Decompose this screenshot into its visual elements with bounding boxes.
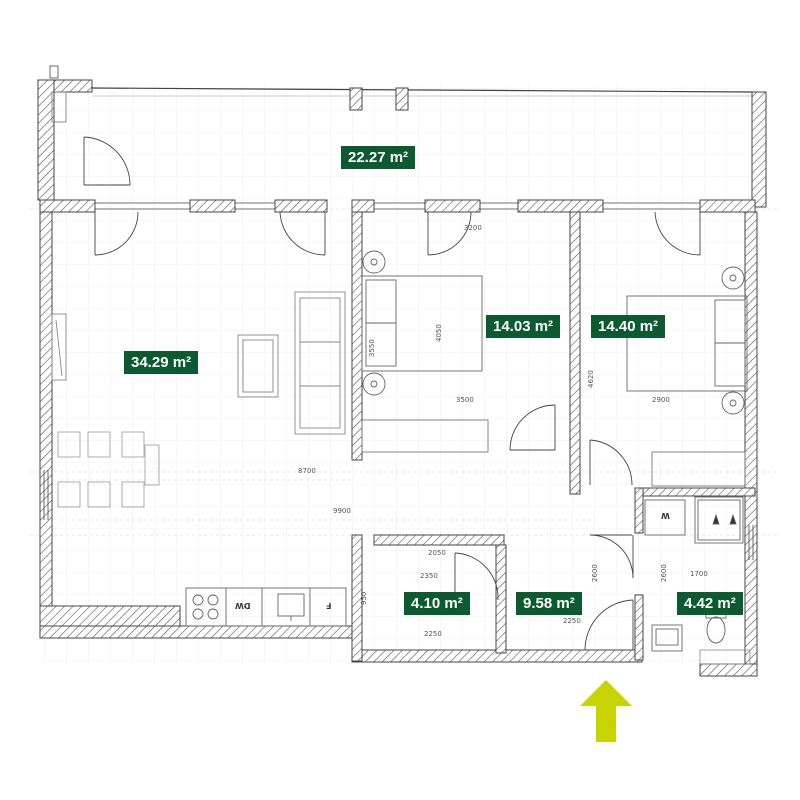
dimension-label: 2350	[420, 572, 438, 580]
bathroom-area-label: 4.42 m²	[677, 592, 743, 615]
stove-icon	[192, 594, 219, 620]
sofa-icon	[294, 291, 346, 435]
dimension-label: 3200	[464, 224, 482, 232]
balcony-area-label: 22.27 m²	[341, 146, 416, 169]
floor-grid	[40, 85, 755, 665]
dishwasher-label: DW	[235, 601, 251, 610]
bedroom1-area-label: 14.03 m²	[486, 315, 561, 338]
dimension-label: 1700	[690, 570, 708, 578]
tv-unit	[51, 313, 67, 381]
storage-area-label: 4.10 m²	[404, 592, 470, 615]
dimension-label: 2050	[428, 549, 446, 557]
wardrobe	[651, 451, 746, 487]
dimension-label: 2250	[563, 617, 581, 625]
sink	[651, 624, 683, 652]
washer-label: W	[661, 511, 670, 520]
exterior-walls	[39, 199, 758, 677]
windows	[43, 202, 754, 560]
dimension-label: 8700	[298, 467, 316, 475]
dimension-label: 3550	[368, 339, 376, 357]
washer	[644, 499, 686, 536]
doors	[83, 136, 701, 651]
dimension-label: 9900	[333, 507, 351, 515]
dimension-label: 2600	[660, 564, 668, 582]
hall-area-label: 9.58 m²	[516, 592, 582, 615]
rug	[237, 334, 279, 398]
dimension-label: 4620	[587, 370, 595, 388]
living-room-area-label: 34.29 m²	[124, 351, 199, 374]
fridge-label: F	[326, 601, 332, 610]
entrance-arrow-icon	[580, 680, 632, 742]
dimension-label: 3500	[456, 396, 474, 404]
dimension-label: 2900	[652, 396, 670, 404]
bed-icon	[626, 266, 748, 415]
bedroom2-area-label: 14.40 m²	[591, 315, 666, 338]
shower-icon	[694, 496, 744, 544]
bath-shelf	[699, 649, 751, 665]
dimension-label: 2600	[591, 564, 599, 582]
wardrobe	[361, 419, 489, 453]
dimension-label: 4050	[435, 324, 443, 342]
kitchen-counter	[185, 587, 347, 627]
bed-icon	[361, 250, 483, 396]
dimension-label: 2250	[424, 630, 442, 638]
balcony	[37, 65, 767, 208]
dimension-label: 950	[360, 591, 368, 605]
dining-table	[57, 431, 160, 508]
